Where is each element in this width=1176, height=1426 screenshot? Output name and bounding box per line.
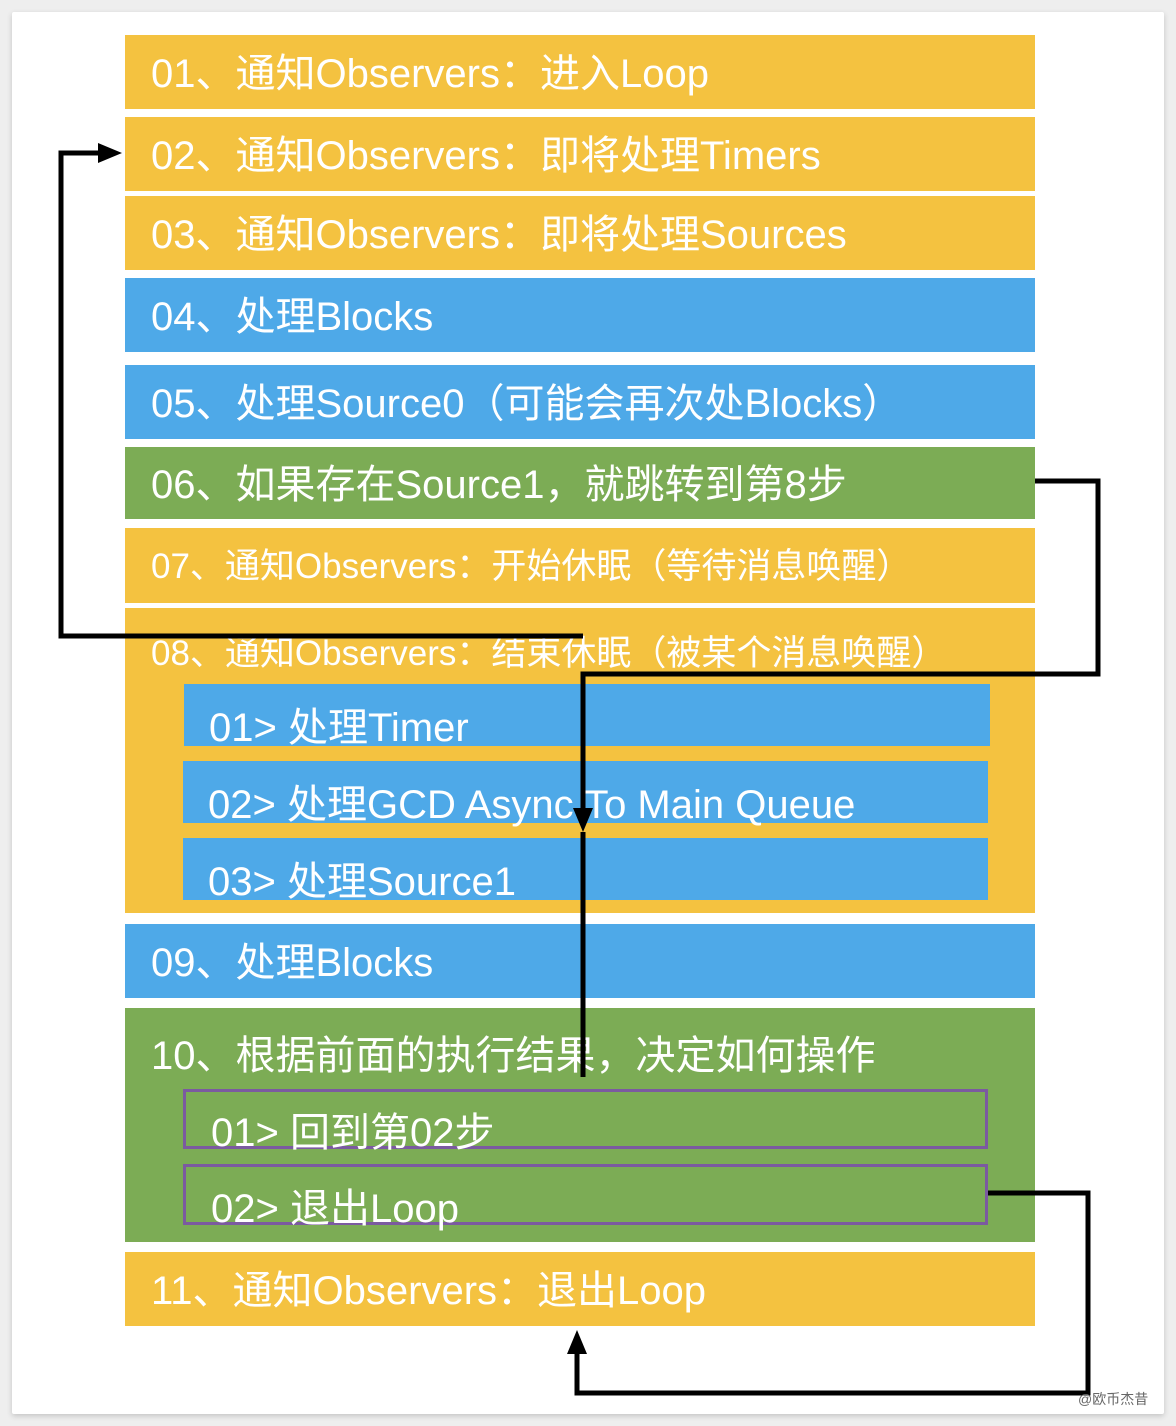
- step-10-substep-2: 02> 退出Loop: [183, 1164, 988, 1231]
- step-08-substep-3-label: 03> 处理Source1: [208, 860, 516, 904]
- step-11: 11、通知Observers：退出Loop: [125, 1252, 1035, 1326]
- step-03-label: 03、通知Observers：即将处理Sources: [151, 213, 847, 257]
- step-08-substep-2: 02> 处理GCD Async To Main Queue: [183, 761, 988, 827]
- step-07-label: 07、通知Observers：开始休眠（等待消息唤醒）: [151, 547, 912, 586]
- step-05-label: 05、处理Source0（可能会再次处Blocks）: [151, 382, 903, 426]
- step-09: 09、处理Blocks: [125, 924, 1035, 998]
- step-08-label: 08、通知Observers：结束休眠（被某个消息唤醒）: [151, 634, 947, 673]
- step-06: 06、如果存在Source1，就跳转到第8步: [125, 447, 1035, 519]
- step-10-label: 10、根据前面的执行结果，决定如何操作: [151, 1034, 876, 1078]
- step-08-substep-3: 03> 处理Source1: [183, 838, 988, 904]
- step-03: 03、通知Observers：即将处理Sources: [125, 196, 1035, 270]
- step-09-label: 09、处理Blocks: [151, 941, 434, 985]
- step-02: 02、通知Observers：即将处理Timers: [125, 117, 1035, 191]
- step-01: 01、通知Observers：进入Loop: [125, 35, 1035, 109]
- step-05: 05、处理Source0（可能会再次处Blocks）: [125, 365, 1035, 439]
- step-04: 04、处理Blocks: [125, 278, 1035, 352]
- step-02-label: 02、通知Observers：即将处理Timers: [151, 134, 821, 178]
- step-08-substep-2-label: 02> 处理GCD Async To Main Queue: [208, 783, 856, 827]
- step-10-substep-2-label: 02> 退出Loop: [211, 1187, 459, 1231]
- step-10-substep-1-label: 01> 回到第02步: [211, 1111, 495, 1155]
- step-10-substep-1: 01> 回到第02步: [183, 1089, 988, 1155]
- step-08-substep-1: 01> 处理Timer: [184, 684, 990, 750]
- step-04-label: 04、处理Blocks: [151, 295, 434, 339]
- step-06-label: 06、如果存在Source1，就跳转到第8步: [151, 463, 847, 507]
- watermark: @欧币杰昔: [1078, 1391, 1149, 1407]
- step-07: 07、通知Observers：开始休眠（等待消息唤醒）: [125, 528, 1035, 603]
- step-11-label: 11、通知Observers：退出Loop: [151, 1269, 706, 1313]
- step-01-label: 01、通知Observers：进入Loop: [151, 52, 709, 96]
- step-08-substep-1-label: 01> 处理Timer: [209, 706, 469, 750]
